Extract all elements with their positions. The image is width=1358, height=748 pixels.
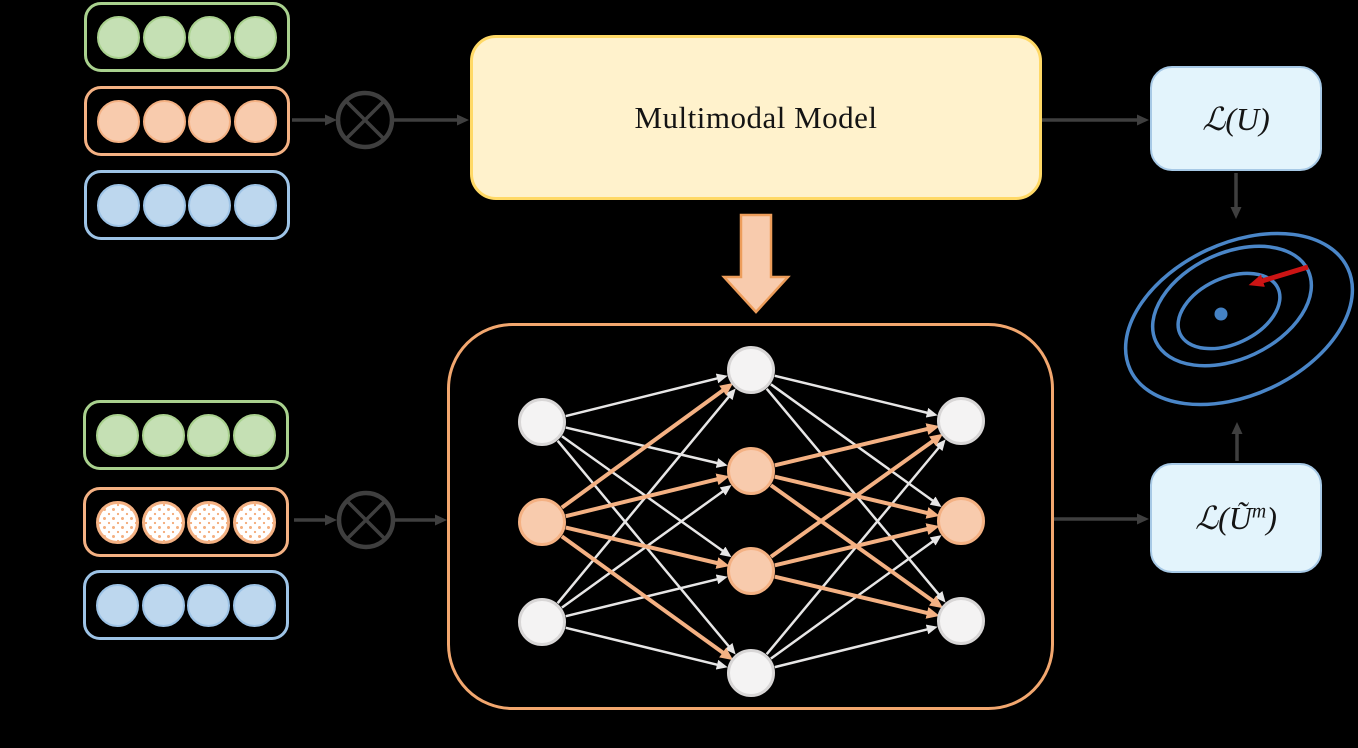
nn-edge — [770, 383, 942, 507]
nn-edge — [556, 388, 736, 604]
nn-edge-accent — [565, 525, 730, 569]
modality-circle-blue — [97, 183, 140, 227]
modality-circle-orange — [188, 99, 232, 143]
nn-edges-plain — [556, 373, 946, 670]
nn-node — [937, 597, 985, 645]
modality-row-blue-bottom — [83, 570, 289, 640]
nn-nodes — [518, 346, 985, 697]
modality-row-orange-masked-bottom — [83, 487, 289, 557]
nn-node-accent — [937, 497, 985, 545]
modality-circle-orange-masked — [187, 500, 231, 544]
modality-circle-green — [188, 15, 232, 59]
modality-circle-blue — [96, 583, 139, 627]
nn-node — [727, 649, 775, 697]
nn-edge — [565, 626, 728, 670]
modality-circle-orange — [233, 99, 277, 143]
nn-edge — [565, 373, 728, 418]
model-to-network-block-arrow-icon — [721, 213, 791, 314]
nn-edge — [565, 574, 728, 618]
modality-circle-blue — [141, 583, 185, 627]
modality-row-green-top — [84, 2, 290, 72]
nn-node-accent — [727, 447, 775, 495]
nn-node — [518, 398, 566, 446]
nn-edges-accent — [560, 382, 944, 661]
modality-circle-orange — [142, 99, 186, 143]
nn-edge — [770, 535, 942, 660]
nn-edge-accent — [774, 423, 940, 468]
modality-circle-orange — [97, 99, 140, 143]
contour-ellipse-inner — [1176, 271, 1282, 351]
modality-circle-orange-masked — [232, 500, 276, 544]
nn-edge-accent — [560, 382, 734, 510]
nn-edge — [561, 485, 732, 609]
nn-edge-accent — [769, 483, 944, 609]
minimum-dot — [1214, 307, 1228, 321]
modality-circle-blue — [233, 183, 277, 227]
modality-circle-green — [187, 413, 231, 457]
modality-row-orange-top — [84, 86, 290, 156]
modality-circle-blue — [187, 583, 231, 627]
gradient-step-arrow-icon — [1248, 264, 1309, 287]
loss-full-box: ℒ(U) — [1150, 66, 1322, 171]
tensor-product-icon — [336, 490, 396, 550]
network-box — [447, 323, 1054, 710]
nn-edge-accent — [565, 473, 730, 519]
loss-masked-label: ℒ(Ũm) — [1195, 500, 1277, 536]
contour-ellipse-middle — [1150, 244, 1314, 368]
nn-edge-accent — [769, 433, 944, 559]
nn-edge-accent — [774, 474, 940, 519]
nn-node-accent — [727, 547, 775, 595]
modality-circle-green — [141, 413, 185, 457]
modality-circle-blue — [232, 583, 276, 627]
nn-edge — [565, 426, 728, 468]
modality-row-green-bottom — [83, 400, 289, 470]
modality-circle-blue — [142, 183, 186, 227]
nn-edge — [765, 387, 946, 603]
multimodal-model-box: Multimodal Model — [470, 35, 1042, 200]
tensor-product-icon — [335, 90, 395, 150]
modality-circle-orange-masked — [96, 500, 139, 544]
modality-circle-green — [142, 15, 186, 59]
nn-edge — [774, 624, 938, 669]
contour-plot — [1123, 231, 1355, 407]
nn-edge-accent — [560, 534, 734, 661]
nn-node — [727, 346, 775, 394]
nn-edge — [556, 440, 736, 655]
nn-edge — [774, 374, 938, 418]
modality-circle-orange-masked — [141, 500, 185, 544]
nn-edge — [765, 439, 946, 655]
loss-full-label: ℒ(U) — [1202, 100, 1270, 137]
modality-row-blue-top — [84, 170, 290, 240]
loss-masked-box: ℒ(Ũm) — [1150, 463, 1322, 573]
contour-ellipse-outer — [1123, 231, 1355, 407]
modality-circle-green — [97, 15, 140, 59]
nn-edge-accent — [774, 523, 940, 568]
nn-node — [937, 397, 985, 445]
modality-circle-green — [232, 413, 276, 457]
nn-edge — [561, 435, 732, 558]
nn-node-accent — [518, 498, 566, 546]
modality-circle-blue — [188, 183, 232, 227]
modality-circle-green — [233, 15, 277, 59]
nn-edge-accent — [774, 574, 940, 619]
multimodal-model-label: Multimodal Model — [634, 99, 878, 135]
modality-circle-green — [96, 413, 139, 457]
nn-node — [518, 598, 566, 646]
